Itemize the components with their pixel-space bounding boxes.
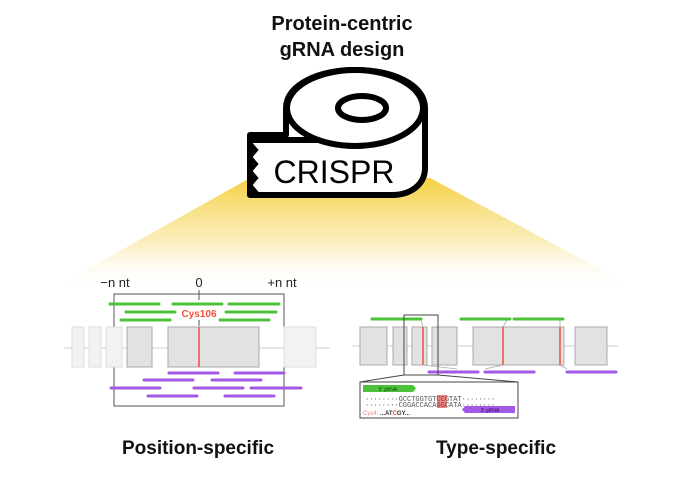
seq-bottom: ········CGGACCACAGGCATA········: [365, 402, 495, 410]
caption-position-specific: Position-specific: [122, 438, 274, 459]
exon: [88, 326, 102, 368]
grna-3-label: 3' gRNA: [481, 408, 500, 414]
exon: [359, 326, 388, 366]
position-specific-panel: −n nt 0 +n nt Cys106: [64, 275, 330, 459]
exon: [283, 326, 317, 368]
exon: [472, 326, 565, 366]
caption-type-specific: Type-specific: [436, 438, 556, 459]
green-grnas: [108, 302, 281, 322]
grna-5-label: 5' gRNA: [379, 387, 398, 393]
axis-label-plus-n: +n nt: [267, 275, 297, 290]
exon: [105, 326, 123, 368]
purple-grnas: [109, 371, 303, 398]
grna-3-arrow: [462, 406, 515, 413]
site-label: Cys106: [181, 309, 216, 320]
exon: [574, 326, 608, 366]
grna-5-arrow: [363, 385, 416, 392]
title-line-2: gRNA design: [280, 39, 405, 61]
codon-highlight: [437, 395, 447, 408]
seq-top: ········GCCTGGTGTCCGTAT········: [365, 396, 495, 404]
exon: [167, 326, 260, 368]
codon-label: Cys4: ...ATCGY...: [363, 411, 410, 417]
exon: [411, 326, 428, 366]
exon: [71, 326, 85, 368]
zoom-window: [403, 314, 439, 376]
logo-label: CRISPR: [274, 154, 395, 190]
highlight-beam: [50, 178, 640, 290]
axis-label-minus-n: −n nt: [100, 275, 130, 290]
exon: [126, 326, 153, 368]
title-line-1: Protein-centric: [271, 13, 412, 35]
tape-roll-icon: CRISPR: [247, 67, 428, 198]
sequence-inset: 5' gRNA ········GCCTGGTGTCCGTAT········ …: [359, 381, 519, 419]
axis-label-zero: 0: [195, 275, 202, 290]
exon: [431, 326, 458, 366]
type-specific-panel: 5' gRNA ········GCCTGGTGTCCGTAT········ …: [352, 314, 618, 459]
exon: [392, 326, 408, 366]
